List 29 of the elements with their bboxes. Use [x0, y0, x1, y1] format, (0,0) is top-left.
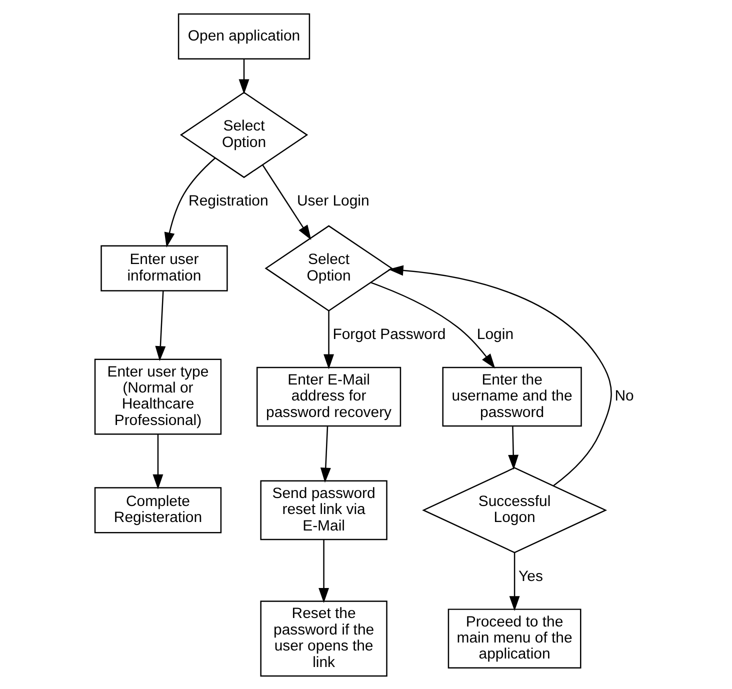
node-box: Complete Registeration: [94, 486, 222, 533]
edge-label: Yes: [518, 567, 542, 584]
arrow: [154, 290, 166, 361]
node-box: Enter user type (Normal or Healthcare Professional): [94, 358, 222, 434]
node-box: Enter the username and the password: [442, 366, 582, 426]
edge-label: User Login: [296, 192, 369, 209]
arrow: [323, 310, 334, 369]
arrow: [318, 539, 329, 602]
node-box: Send password reset link via E-Mail: [260, 480, 387, 540]
arrow: [262, 164, 311, 240]
arrow: [152, 434, 163, 489]
arrow: [388, 264, 612, 486]
arrow: [164, 157, 215, 247]
edge-label: Login: [476, 325, 514, 342]
edge-label: No: [614, 387, 634, 404]
edge-label: Forgot Password: [332, 325, 446, 342]
node-box: Reset the password if the user opens the link: [260, 600, 387, 676]
arrow: [238, 58, 249, 94]
arrow: [508, 426, 518, 470]
node-diamond: Successful Logon: [422, 466, 607, 553]
node-diamond: Select Option: [179, 91, 308, 178]
arrow: [370, 282, 495, 368]
edge-label: Registration: [188, 192, 268, 209]
node-box: Enter E-Mail address for password recovery: [256, 366, 401, 426]
arrow: [508, 552, 520, 611]
arrow: [320, 426, 330, 482]
node-box: Proceed to the main menu of the application: [447, 608, 581, 668]
node-box: Enter user information: [100, 244, 228, 291]
node-box: Open application: [177, 12, 310, 59]
